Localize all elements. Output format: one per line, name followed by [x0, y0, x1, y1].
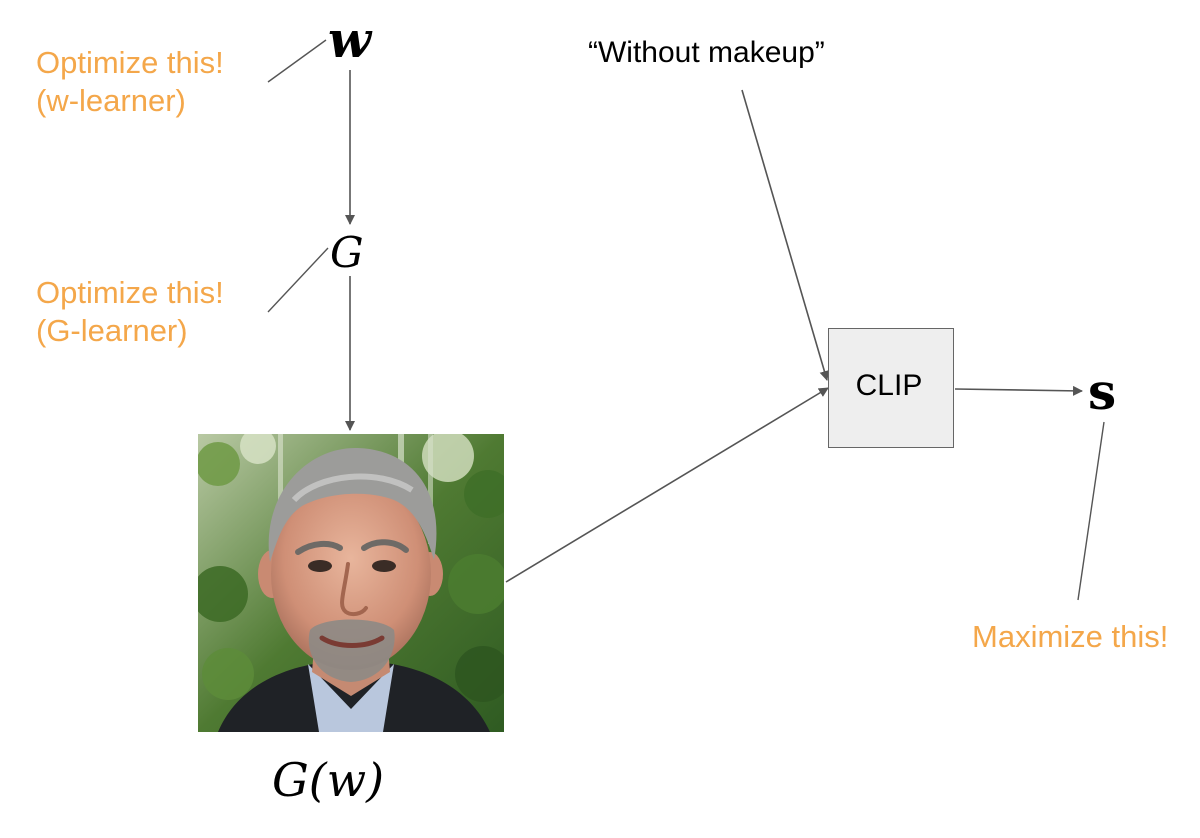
- w-learner-note: Optimize this! (w-learner): [36, 44, 224, 120]
- foliage-texture: [198, 434, 504, 702]
- goatee: [308, 619, 395, 682]
- text-prompt: “Without makeup”: [588, 36, 825, 69]
- leader-w-note: [267, 39, 327, 83]
- score-s-symbol: s: [1088, 362, 1117, 421]
- arrow-image-to-clip: [505, 387, 829, 583]
- g-learner-note: Optimize this! (G-learner): [36, 274, 224, 350]
- grey-hair: [268, 447, 437, 562]
- latent-w-symbol: w: [328, 10, 372, 69]
- shirt-collar: [308, 664, 394, 732]
- arrow-prompt-to-clip: [741, 89, 830, 381]
- generator-g-symbol: G: [330, 228, 364, 277]
- g-note-line2: (G-learner): [36, 313, 188, 348]
- face: [271, 478, 431, 670]
- g-note-line1: Optimize this!: [36, 275, 224, 310]
- clip-model-box: CLIP: [828, 328, 954, 448]
- clip-label: CLIP: [855, 369, 923, 402]
- generated-image-label: G(w): [272, 753, 385, 807]
- leader-s-note: [1077, 421, 1105, 601]
- w-note-line1: Optimize this!: [36, 45, 224, 80]
- arrow-clip-to-s: [954, 385, 1083, 396]
- suit-shoulders: [218, 662, 490, 732]
- generated-face-image: [198, 434, 504, 732]
- leader-g-note: [267, 247, 329, 313]
- w-note-line2: (w-learner): [36, 83, 186, 118]
- maximize-note: Maximize this!: [972, 619, 1169, 654]
